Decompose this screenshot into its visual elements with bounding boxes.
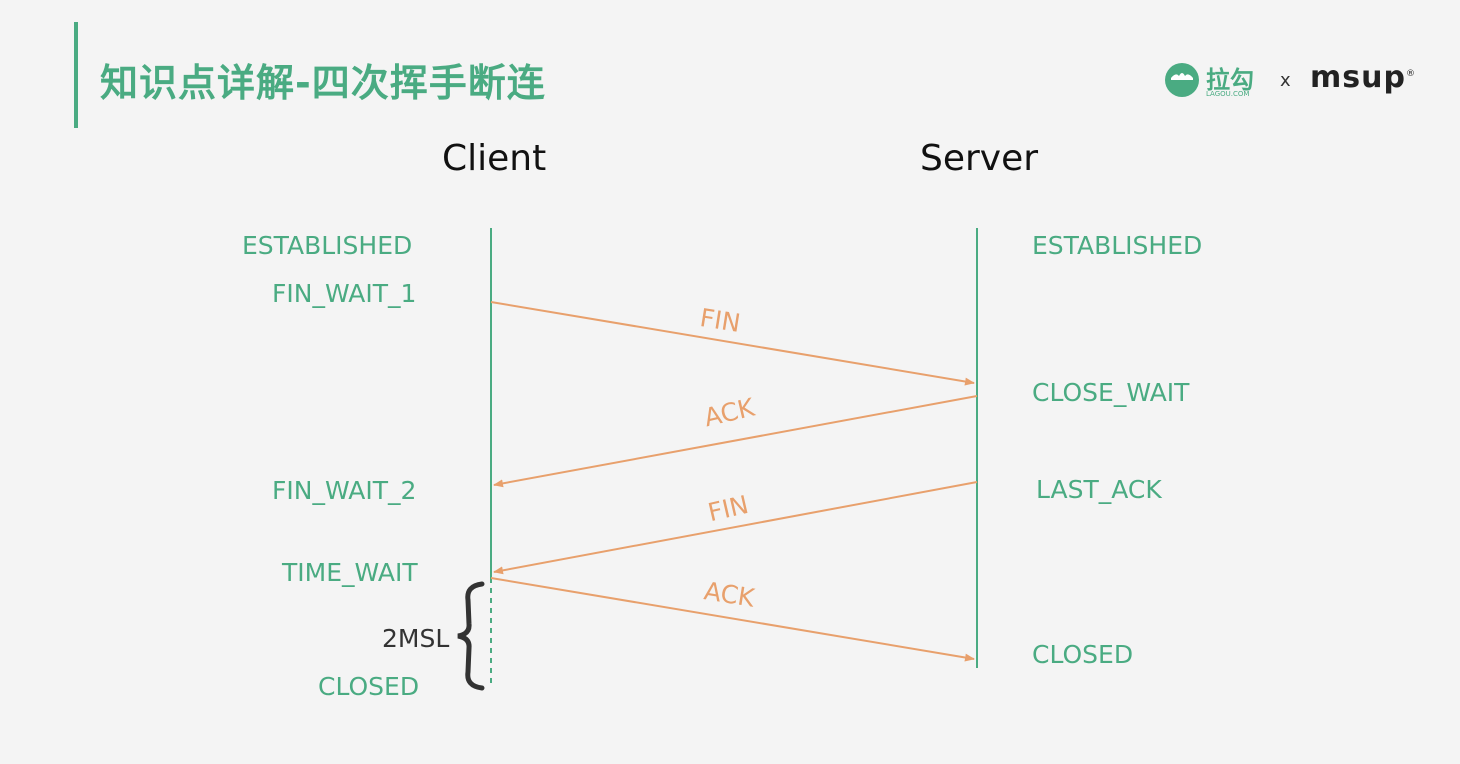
title-accent-bar [74,22,78,128]
msup-brand-name: msup [1310,60,1406,95]
client-state-fin-wait-1: FIN_WAIT_1 [272,279,417,308]
wait-period-label: 2MSL [382,624,450,653]
server-state-established: ESTABLISHED [1032,231,1203,260]
server-actor-label: Server [920,138,1039,179]
lagou-brand-domain: LAGOU.COM [1206,90,1250,98]
wait-period-brace [457,581,485,691]
lagou-logo-icon [1165,63,1199,97]
client-state-established: ESTABLISHED [242,231,413,260]
client-actor-label: Client [442,138,547,179]
lagou-brand-name: 拉勾 [1206,66,1254,94]
page-title: 知识点详解-四次挥手断连 [100,61,546,105]
msup-logo: msup® [1310,60,1416,95]
client-state-time-wait: TIME_WAIT [282,558,418,587]
server-state-closed: CLOSED [1032,640,1134,669]
ack-1-arrow [493,395,978,488]
server-state-last-ack: LAST_ACK [1036,475,1162,504]
fin-1-arrow [490,301,975,386]
ack-2-arrow [490,577,975,662]
server-state-close-wait: CLOSE_WAIT [1032,378,1190,407]
client-state-fin-wait-2: FIN_WAIT_2 [272,476,417,505]
brand-separator: x [1280,70,1291,91]
fin-2-arrow [493,481,978,575]
client-state-closed: CLOSED [318,672,420,701]
registered-mark: ® [1405,69,1416,79]
